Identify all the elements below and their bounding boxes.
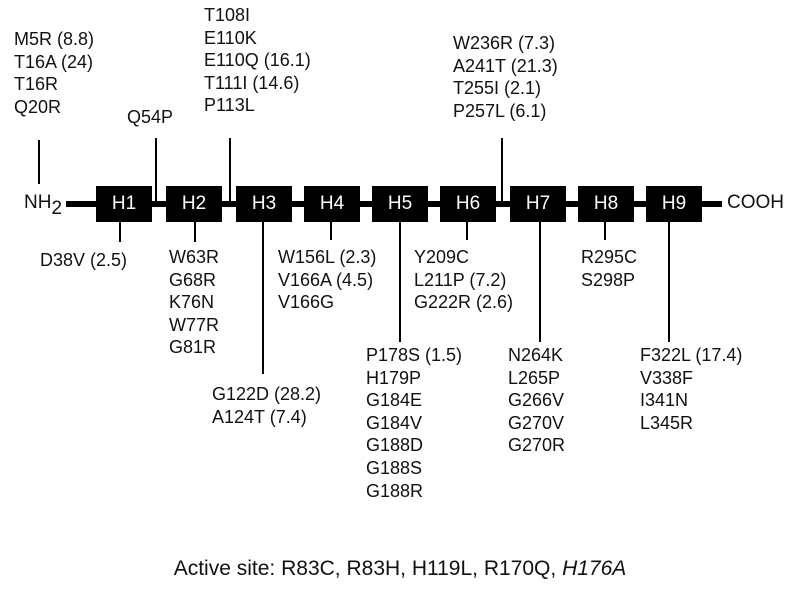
mutation-label: Y209C xyxy=(414,247,470,267)
mutation-label: V166A (4.5) xyxy=(278,269,374,290)
connector-above-h7-loop xyxy=(501,138,503,204)
mutation-group-above-nterm: M5R (8.8) T16A (24) T16R Q20R xyxy=(14,28,94,118)
connector-below-h3 xyxy=(262,222,264,374)
mutation-label: A241T (21.3) xyxy=(453,55,558,76)
mutation-label: E110Q (16.1) xyxy=(204,50,311,71)
active-site-item: R83H xyxy=(346,557,401,580)
c-terminus-label: COOH xyxy=(727,192,784,213)
mutation-group-below-h8: R295C S298P xyxy=(581,246,637,291)
mutation-group-above-h7-loop: W236R (7.3) A241T (21.3) T255I (2.1) P25… xyxy=(453,32,558,122)
helix-h3: H3 xyxy=(236,186,292,222)
mutation-label: M5R (8.8) xyxy=(14,29,95,49)
connector-below-h1 xyxy=(119,222,121,242)
active-site-label: Active site: xyxy=(173,557,282,580)
connector-below-h5 xyxy=(399,222,401,342)
active-site-item: H119L xyxy=(411,557,473,580)
mutation-label: G188D xyxy=(366,435,424,456)
mutation-label: F322L (17.4) xyxy=(640,345,743,365)
helix-h4: H4 xyxy=(304,186,360,222)
mutation-label: T111I (14.6) xyxy=(204,72,300,93)
mutation-label: L211P (7.2) xyxy=(414,269,507,290)
mutation-label: G68R xyxy=(169,269,217,290)
helix-h2: H2 xyxy=(166,186,222,222)
active-site-item: R170Q xyxy=(483,557,551,580)
helix-h5: H5 xyxy=(372,186,428,222)
mutation-group-below-h4: W156L (2.3) V166A (4.5) V166G xyxy=(278,246,376,314)
mutation-label: G122D (28.2) xyxy=(212,384,322,404)
mutation-label: G184V xyxy=(366,412,423,433)
mutation-label: T255I (2.1) xyxy=(453,78,542,99)
mutation-label: K76N xyxy=(169,292,215,313)
mutation-label: W156L (2.3) xyxy=(278,247,377,267)
mutation-label: D38V (2.5) xyxy=(40,250,128,270)
mutation-label: W236R (7.3) xyxy=(453,33,556,53)
mutation-label: T108I xyxy=(204,5,251,25)
mutation-label: T16R xyxy=(14,74,59,95)
mutation-label: H179P xyxy=(366,367,422,388)
connector-below-h8 xyxy=(604,222,606,240)
mutation-label: G184E xyxy=(366,390,423,411)
mutation-label: G266V xyxy=(508,390,565,411)
connector-below-h4 xyxy=(330,222,332,240)
mutation-label: G188R xyxy=(366,480,424,501)
connector-below-h7 xyxy=(539,222,541,342)
mutation-label: W77R xyxy=(169,314,220,335)
connector-above-h3-loop xyxy=(229,138,231,204)
mutation-label: W63R xyxy=(169,247,220,267)
mutation-label: G81R xyxy=(169,337,217,358)
mutation-label: R295C xyxy=(581,247,638,267)
active-site-footnote: Active site: R83C, R83H, H119L, R170Q, H… xyxy=(173,557,627,580)
mutation-label: V166G xyxy=(278,292,335,313)
mutation-label: N264K xyxy=(508,345,564,365)
mutation-group-below-h3: G122D (28.2) A124T (7.4) xyxy=(212,383,321,428)
connector-below-h9 xyxy=(668,222,670,342)
helix-h8: H8 xyxy=(578,186,634,222)
connector-above-q54p xyxy=(155,138,157,204)
mutation-group-above-q54p: Q54P xyxy=(127,106,173,129)
mutation-label: Q20R xyxy=(14,96,62,117)
mutation-label: I341N xyxy=(640,390,689,411)
connector-below-h2 xyxy=(194,222,196,242)
mutation-group-above-h3-loop: T108I E110K E110Q (16.1) T111I (14.6) P1… xyxy=(204,4,311,117)
mutation-label: A124T (7.4) xyxy=(212,406,307,427)
mutation-group-below-h9: F322L (17.4) V338F I341N L345R xyxy=(640,344,742,434)
mutation-label: S298P xyxy=(581,269,636,290)
mutation-group-below-h2: W63R G68R K76N W77R G81R xyxy=(169,246,219,359)
mutation-group-below-h5: P178S (1.5) H179P G184E G184V G188D G188… xyxy=(366,344,462,502)
mutation-group-below-h7: N264K L265P G266V G270V G270R xyxy=(508,344,565,457)
mutation-label: E110K xyxy=(204,27,257,48)
mutation-label: P113L xyxy=(204,95,255,116)
active-site-item-italic: H176A xyxy=(562,557,627,580)
mutation-group-below-h1: D38V (2.5) xyxy=(40,249,127,272)
mutation-label: T16A (24) xyxy=(14,51,94,72)
mutation-label: Q54P xyxy=(127,107,174,127)
helix-h1: H1 xyxy=(96,186,152,222)
mutation-label: G188S xyxy=(366,457,423,478)
mutation-group-below-h6: Y209C L211P (7.2) G222R (2.6) xyxy=(414,246,513,314)
mutation-label: L265P xyxy=(508,367,561,388)
mutation-label: P257L (6.1) xyxy=(453,100,547,121)
helix-h7: H7 xyxy=(510,186,566,222)
mutation-label: G270V xyxy=(508,412,565,433)
mutation-label: L345R xyxy=(640,412,694,433)
mutation-label: G222R (2.6) xyxy=(414,292,514,313)
mutation-label: V338F xyxy=(640,367,694,388)
active-site-item: R83C xyxy=(281,557,335,580)
helix-h9: H9 xyxy=(646,186,702,222)
connector-below-h6 xyxy=(466,222,468,240)
mutation-label: G270R xyxy=(508,435,566,456)
n-terminus-label: NH2 xyxy=(24,192,63,219)
connector-above-nterm xyxy=(38,140,40,184)
helix-h6: H6 xyxy=(440,186,496,222)
mutation-label: P178S (1.5) xyxy=(366,345,463,365)
